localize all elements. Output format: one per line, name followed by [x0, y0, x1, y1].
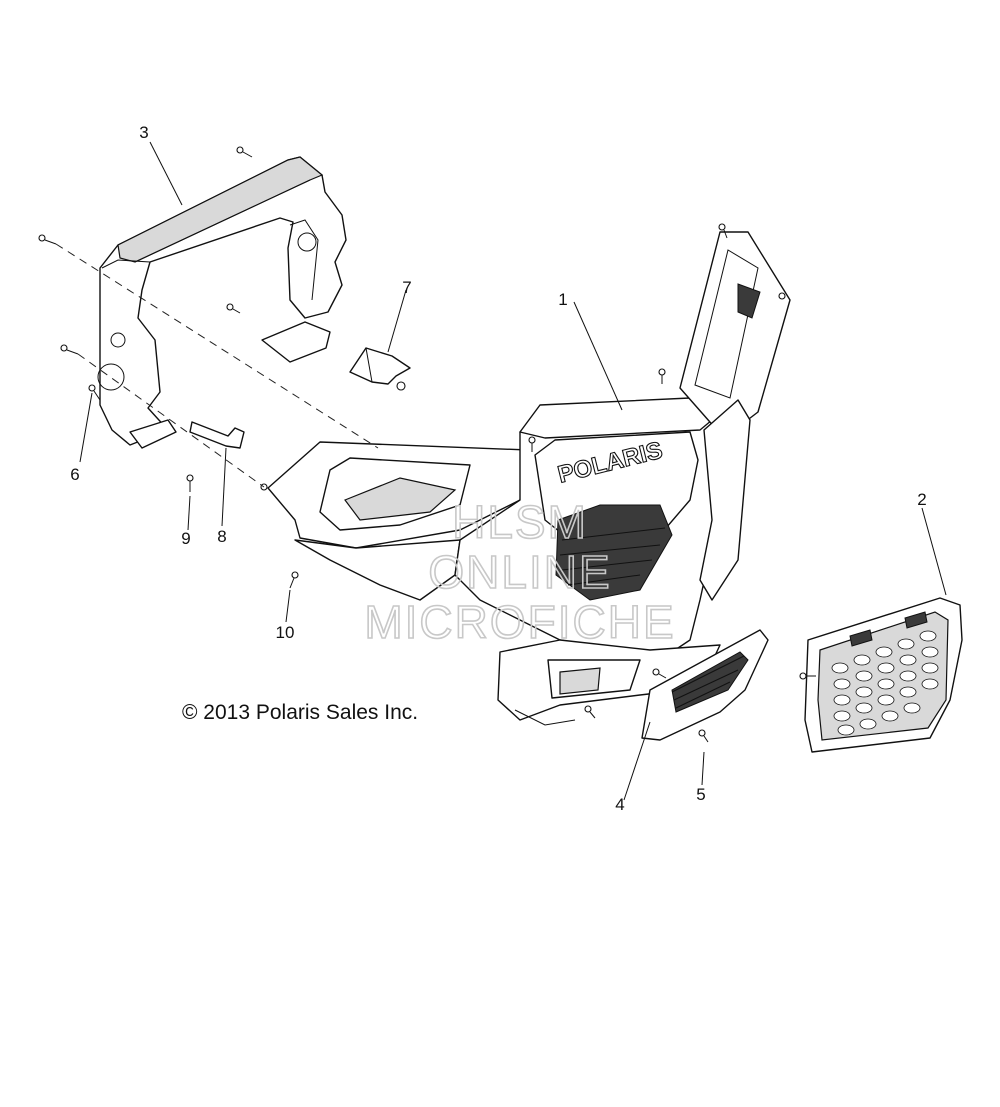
callout-2: 2: [917, 490, 926, 509]
callout-6: 6: [70, 465, 79, 484]
part-8-clip: [189, 421, 245, 449]
leader-lines: [79, 141, 947, 801]
screw-icon: [88, 384, 101, 401]
fasteners: [38, 146, 816, 743]
screw-icon: [652, 668, 667, 679]
screw-icon: [226, 303, 241, 314]
part-2-mesh-grille: [804, 597, 963, 753]
grille-mesh-pattern: [831, 630, 939, 736]
screw-icon: [236, 146, 253, 158]
callout-5: 5: [696, 785, 705, 804]
part-1-front-bumper: POLARIS: [267, 231, 791, 726]
callout-1: 1: [558, 290, 567, 309]
screw-icon: [38, 234, 57, 245]
screw-icon: [799, 672, 816, 680]
screw-icon: [186, 474, 194, 492]
part-3-front-bracket: [97, 156, 347, 449]
watermark-line-2: ONLINE: [428, 546, 611, 598]
alignment-lines: [55, 243, 379, 488]
watermark-line-3: MICROFICHE: [364, 596, 675, 648]
callout-9: 9: [181, 529, 190, 548]
screw-icon: [289, 571, 299, 589]
part-4-lower-grille: [641, 629, 769, 741]
watermark-line-1: HLSM: [452, 496, 588, 548]
callout-4: 4: [615, 795, 624, 814]
part-7-bracket: [349, 347, 411, 391]
screw-icon: [528, 436, 536, 452]
watermark: HLSM ONLINE MICROFICHE: [364, 495, 675, 649]
screw-icon: [658, 368, 666, 384]
callout-10: 10: [276, 623, 295, 642]
screw-icon: [718, 223, 728, 239]
screw-icon: [698, 729, 709, 743]
callout-3: 3: [139, 123, 148, 142]
screw-icon: [584, 705, 596, 719]
callout-7: 7: [402, 278, 411, 297]
copyright-text: © 2013 Polaris Sales Inc.: [182, 701, 418, 724]
callout-8: 8: [217, 527, 226, 546]
screw-icon: [60, 344, 79, 355]
screw-icon: [778, 292, 786, 300]
callouts: 1 2 3 4 5 6 7 8 9 10: [70, 123, 926, 814]
